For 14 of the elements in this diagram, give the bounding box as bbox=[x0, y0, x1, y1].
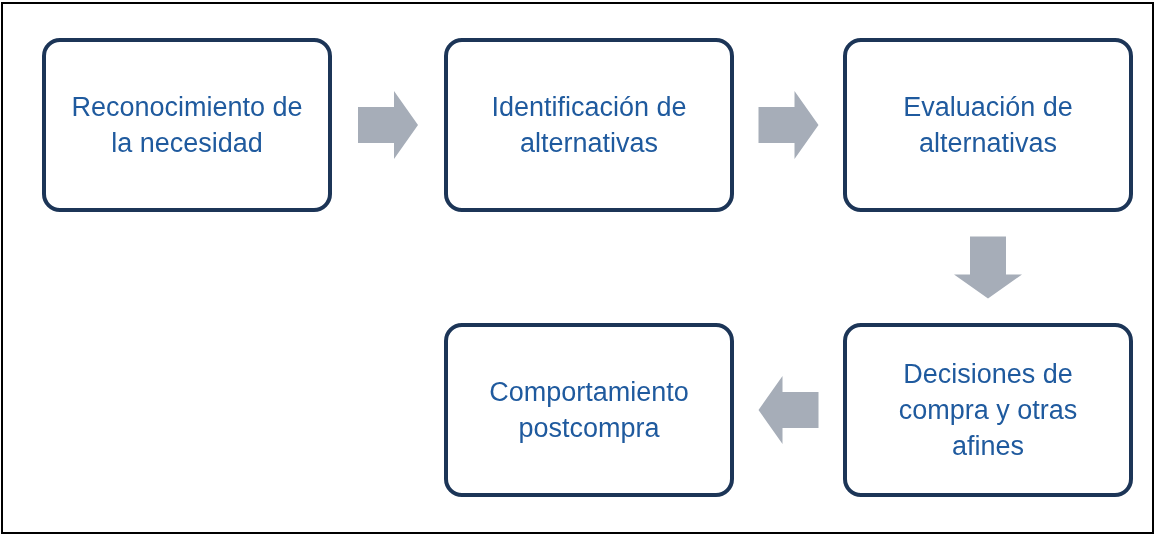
block-arrow bbox=[358, 91, 418, 159]
process-box bbox=[42, 38, 332, 212]
process-box bbox=[444, 323, 734, 497]
process-box bbox=[843, 323, 1133, 497]
process-box bbox=[444, 38, 734, 212]
step-label: Reconocimiento de la necesidad bbox=[70, 91, 304, 160]
block-arrow bbox=[954, 236, 1022, 299]
step-label: Decisiones de compra y otras afines bbox=[897, 358, 1079, 463]
step-label: Evaluación de alternativas bbox=[902, 91, 1074, 160]
step-label: Identificación de alternativas bbox=[490, 91, 688, 160]
process-box bbox=[843, 38, 1133, 212]
block-arrow bbox=[758, 91, 819, 159]
block-arrow bbox=[758, 376, 819, 444]
step-label: Comportamiento postcompra bbox=[488, 376, 690, 445]
